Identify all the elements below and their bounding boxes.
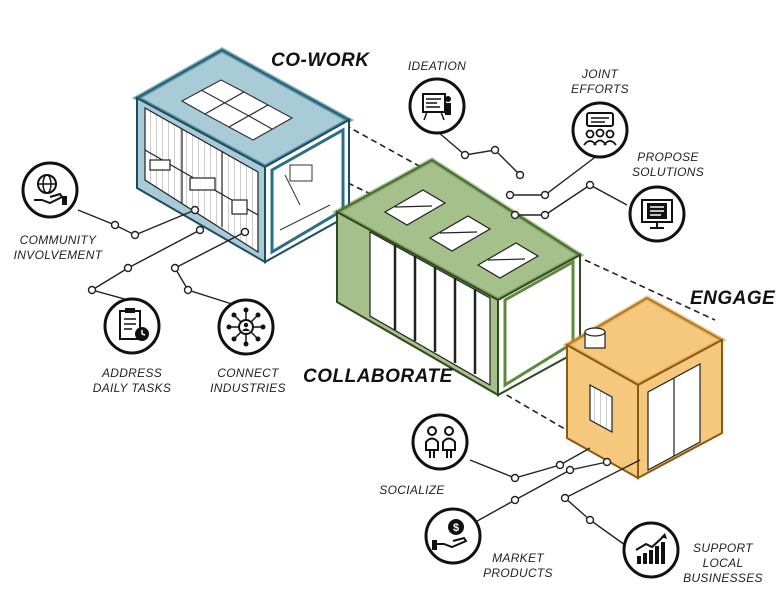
team-chat-icon [571, 101, 629, 159]
monitor-document-icon [628, 185, 686, 243]
market-products-label: MARKET PRODUCTS [478, 551, 558, 581]
market-products-node: $ [423, 506, 483, 566]
support-local-businesses-label: SUPPORT LOCAL BUSINESSES [678, 541, 768, 586]
connect-industries-node [216, 297, 276, 357]
ideation-label: IDEATION [407, 59, 467, 73]
svg-text:$: $ [453, 522, 459, 534]
connect-industries-line-2: INDUSTRIES [210, 381, 286, 395]
two-people-icon [411, 413, 469, 471]
socialize-label: SOCIALIZE [379, 483, 445, 497]
network-person-icon [217, 298, 275, 356]
socialize-node [410, 412, 470, 472]
clipboard-clock-icon [103, 297, 161, 355]
cowork-title: CO-WORK [271, 50, 370, 71]
support-local-businesses-node [621, 520, 681, 580]
address-daily-tasks-line-1: ADDRESS [101, 366, 163, 380]
market-products-line-2: PRODUCTS [483, 566, 553, 580]
skylight-icons [383, 189, 540, 279]
support-local-businesses-line-2: LOCAL [702, 556, 744, 570]
address-daily-tasks-line-2: DAILY TASKS [92, 381, 172, 395]
collaborate-container [331, 157, 585, 397]
propose-solutions-line-2: SOLUTIONS [631, 165, 705, 179]
propose-solutions-line-1: PROPOSE [637, 150, 699, 164]
engage-container [561, 295, 728, 480]
joint-efforts-line-2: EFFORTS [571, 82, 629, 96]
collaborate-title: COLLABORATE [303, 366, 453, 387]
support-local-businesses-line-3: BUSINESSES [683, 571, 763, 585]
address-daily-tasks-node [102, 296, 162, 356]
growth-chart-icon [622, 521, 680, 579]
propose-solutions-node [627, 184, 687, 244]
connect-industries-label: CONNECT INDUSTRIES [203, 366, 293, 396]
connector-lines [77, 131, 641, 546]
roof-vent-icon [584, 327, 606, 349]
solar-panels-icon [180, 79, 294, 141]
cowork-container [131, 47, 355, 264]
joint-efforts-label: JOINT EFFORTS [560, 67, 640, 97]
ideation-node [407, 76, 467, 136]
joint-efforts-node [570, 100, 630, 160]
market-products-line-1: MARKET [492, 551, 544, 565]
propose-solutions-label: PROPOSE SOLUTIONS [628, 150, 708, 180]
connector-dots [87, 145, 612, 525]
community-involvement-line-1: COMMUNITY [19, 233, 97, 247]
community-involvement-node [20, 160, 80, 220]
community-involvement-label: COMMUNITY INVOLVEMENT [8, 233, 108, 263]
engage-title: ENGAGE [690, 288, 776, 309]
globe-hand-icon [21, 161, 79, 219]
community-involvement-line-2: INVOLVEMENT [13, 248, 103, 262]
connect-industries-line-1: CONNECT [217, 366, 279, 380]
support-local-businesses-line-1: SUPPORT [693, 541, 753, 555]
address-daily-tasks-label: ADDRESS DAILY TASKS [87, 366, 177, 396]
presentation-board-icon [408, 77, 466, 135]
joint-efforts-line-1: JOINT [581, 67, 619, 81]
hand-coin-icon: $ [424, 507, 482, 565]
